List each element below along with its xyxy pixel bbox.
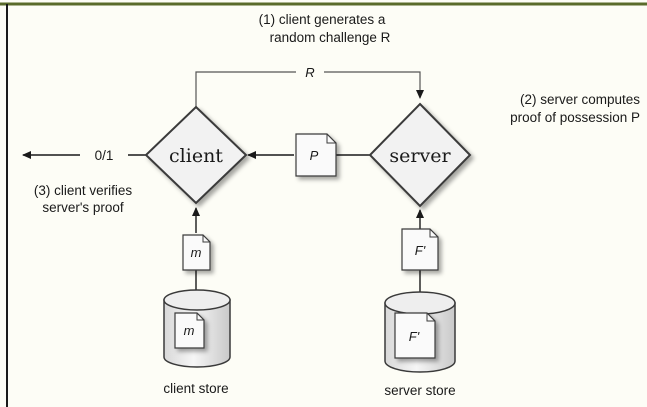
server-store-document-label: F'	[409, 329, 420, 344]
step2-line1: (2) server computes	[520, 92, 640, 107]
challenge-label: R	[305, 65, 314, 80]
step2-line2: proof of possession P	[510, 110, 640, 125]
client-document-label: m	[191, 245, 202, 260]
proof-document-label: P	[310, 148, 319, 163]
client-document	[182, 234, 211, 271]
server-node	[368, 102, 472, 208]
client-node	[144, 105, 248, 205]
step3-line2: server's proof	[42, 200, 124, 215]
step1-line2: random challenge R	[270, 30, 391, 45]
client-store-document	[174, 312, 205, 349]
step1-line1: (1) client generates a	[259, 12, 386, 27]
proof-document	[295, 133, 337, 177]
client-node-label: client	[169, 145, 223, 167]
server-document	[401, 228, 439, 271]
server-document-label: F'	[415, 243, 426, 258]
client-store-document-label: m	[184, 323, 195, 338]
challenge-label-bg	[296, 63, 324, 81]
output-label: 0/1	[95, 148, 114, 163]
server-store-label: server store	[384, 383, 455, 398]
client-store-label: client store	[163, 381, 228, 396]
server-node-label: server	[389, 145, 451, 167]
server-store-document	[394, 312, 436, 359]
step3-line1: (3) client verifies	[34, 183, 133, 198]
